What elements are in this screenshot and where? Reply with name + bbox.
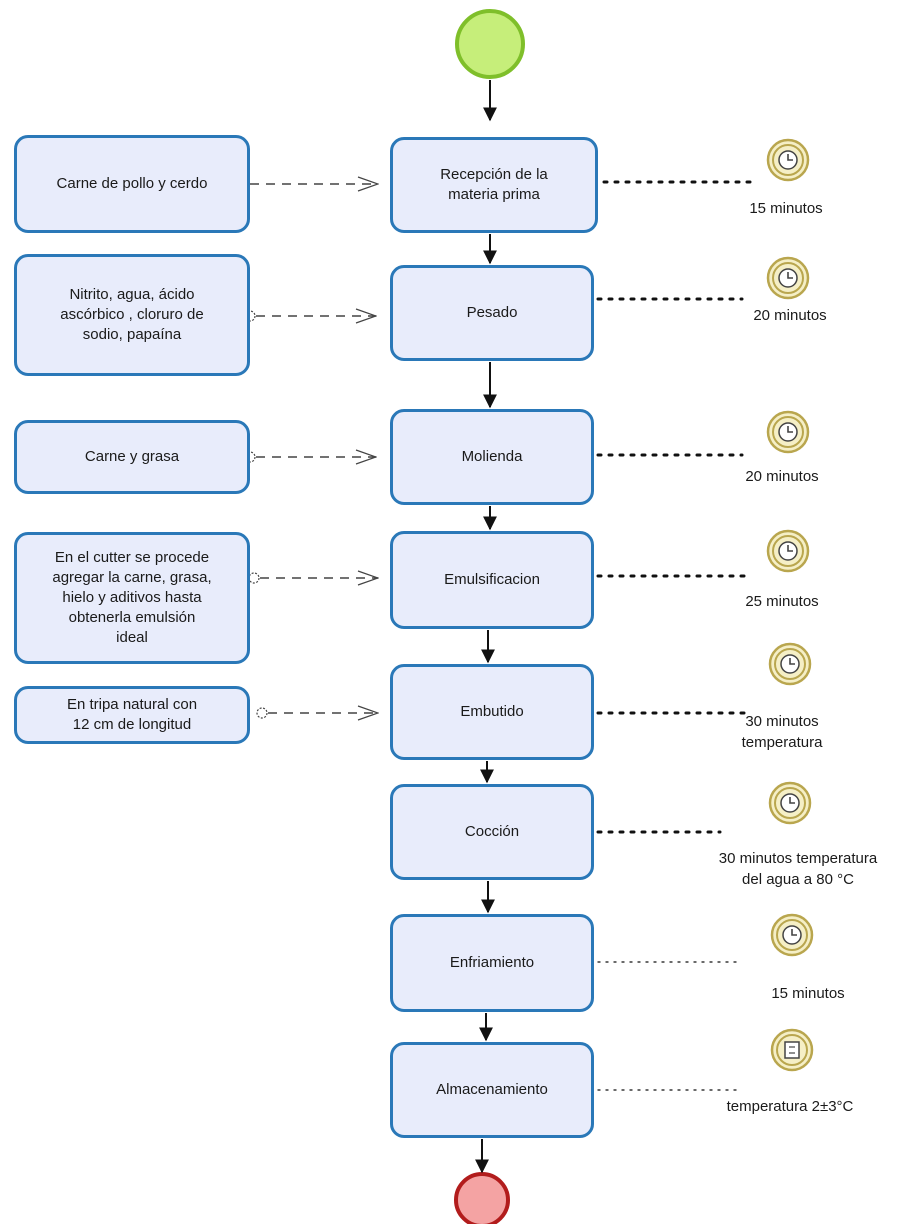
process-task-box: Emulsificacion: [390, 531, 594, 629]
time-annotation: 25 minutos: [745, 593, 819, 610]
timer-clock-icon: [766, 529, 810, 573]
input-annotation-box-label: En tripa natural con 12 cm de longitud: [66, 696, 198, 733]
process-task-box-label: Almacenamiento: [436, 1081, 548, 1098]
input-annotation-box-label: Carne y grasa: [84, 448, 180, 465]
input-annotation-box: Carne de pollo y cerdo: [14, 135, 250, 233]
time-annotation: 20 minutos: [753, 307, 827, 324]
time-annotation: 20 minutos: [745, 468, 819, 485]
timer-clock-icon: [766, 410, 810, 454]
input-annotation-box: Carne y grasa: [14, 420, 250, 494]
process-task-box: Pesado: [390, 265, 594, 361]
process-task-box: Recepción de la materia prima: [390, 137, 598, 233]
start-event: [455, 9, 525, 79]
conditional-event-icon: [770, 1028, 814, 1072]
input-annotation-box-label: Carne de pollo y cerdo: [56, 175, 208, 192]
process-task-box: Enfriamiento: [390, 914, 594, 1012]
process-task-box: Cocción: [390, 784, 594, 880]
input-annotation-box: En tripa natural con 12 cm de longitud: [14, 686, 250, 744]
time-annotation: 15 minutos: [771, 985, 845, 1002]
process-task-box: Molienda: [390, 409, 594, 505]
timer-clock-icon: [766, 256, 810, 300]
timer-clock-icon: [768, 642, 812, 686]
process-task-box-label: Recepción de la materia prima: [440, 166, 548, 203]
input-annotation-box-label: En el cutter se procede agregar la carne…: [52, 549, 212, 646]
process-task-box-label: Enfriamiento: [449, 954, 535, 971]
input-annotation-box: Nitrito, agua, ácido ascórbico , cloruro…: [14, 254, 250, 376]
time-annotation: temperatura 2±3°C: [726, 1098, 854, 1115]
process-task-box-label: Molienda: [461, 448, 523, 465]
input-annotation-box-label: Nitrito, agua, ácido ascórbico , cloruro…: [60, 286, 204, 343]
time-annotation: 30 minutos temperatura: [741, 713, 823, 751]
association-start-marker: [256, 707, 268, 719]
timer-clock-icon: [768, 781, 812, 825]
timer-clock-icon: [770, 913, 814, 957]
process-task-box-label: Cocción: [464, 823, 520, 840]
timer-clock-icon: [766, 138, 810, 182]
time-annotation: 30 minutos temperatura del agua a 80 °C: [718, 850, 878, 888]
association-start-marker: [248, 572, 260, 584]
process-task-box: Almacenamiento: [390, 1042, 594, 1138]
process-task-box-label: Emulsificacion: [444, 571, 540, 588]
process-task-box-label: Pesado: [466, 304, 518, 321]
time-annotation: 15 minutos: [749, 200, 823, 217]
process-task-box: Embutido: [390, 664, 594, 760]
input-annotation-box: En el cutter se procede agregar la carne…: [14, 532, 250, 664]
process-task-box-label: Embutido: [460, 703, 524, 720]
end-event: [454, 1172, 510, 1224]
